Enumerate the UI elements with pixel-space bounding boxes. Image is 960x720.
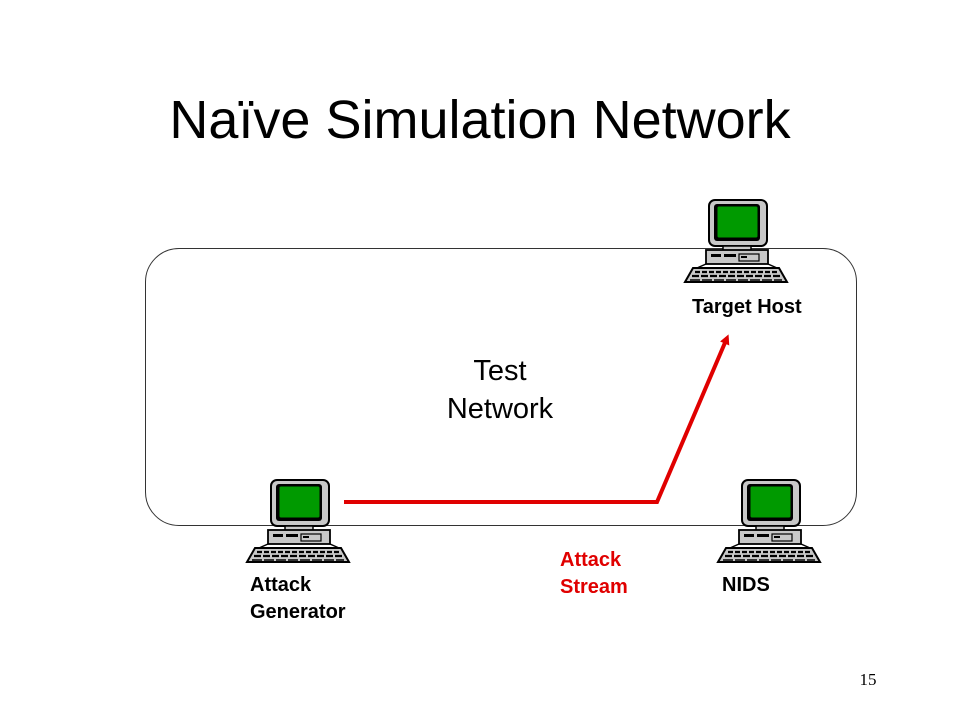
nids-label: NIDS xyxy=(722,574,770,596)
attack-generator-computer-icon xyxy=(245,478,351,564)
attack-stream-label-line2: Stream xyxy=(560,576,628,598)
attack-stream-arrow xyxy=(344,334,730,504)
test-network-label-line1: Test xyxy=(473,355,527,387)
target-host-label: Target Host xyxy=(692,296,802,318)
page-number: 15 xyxy=(859,670,877,689)
nids-computer-icon xyxy=(716,478,822,564)
target-host-computer-icon xyxy=(683,198,789,284)
test-network-boundary xyxy=(145,248,857,526)
attack-generator-label: Attack Generator xyxy=(250,572,346,626)
attack-stream-label: Attack Stream xyxy=(560,547,628,601)
attack-generator-label-line2: Generator xyxy=(250,601,346,623)
attack-generator-label-line1: Attack xyxy=(250,574,312,596)
slide-title: Naïve Simulation Network xyxy=(169,90,791,150)
test-network-label-line2: Network xyxy=(446,393,554,425)
test-network-label: Test Network xyxy=(400,352,600,428)
attack-stream-label-line1: Attack xyxy=(560,549,622,571)
